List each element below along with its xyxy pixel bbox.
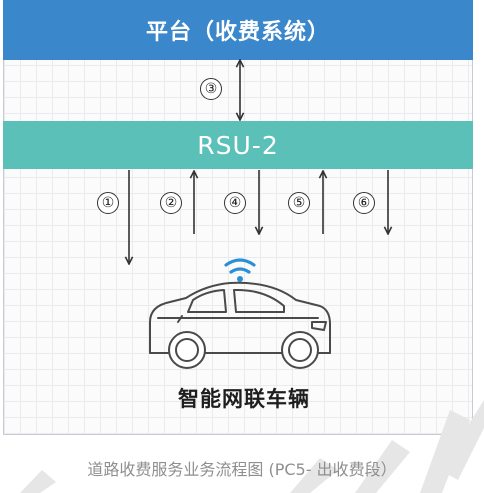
step-label-3: ③ [200, 78, 222, 100]
step-label-5: ⑤ [288, 192, 310, 214]
rsu-bar: RSU-2 [3, 121, 473, 169]
step-label-2: ② [160, 192, 182, 214]
step-label-1: ① [97, 192, 119, 214]
platform-bar: 平台（收费系统） [3, 0, 473, 60]
step-label-6: ⑥ [353, 192, 375, 214]
vehicle-label: 智能网联车辆 [178, 387, 310, 411]
rsu-label: RSU-2 [197, 130, 279, 160]
step-label-4: ④ [224, 192, 246, 214]
figure-caption: 道路收费服务业务流程图 (PC5- 出收费段） [87, 460, 397, 479]
platform-label: 平台（收费系统） [145, 20, 330, 45]
